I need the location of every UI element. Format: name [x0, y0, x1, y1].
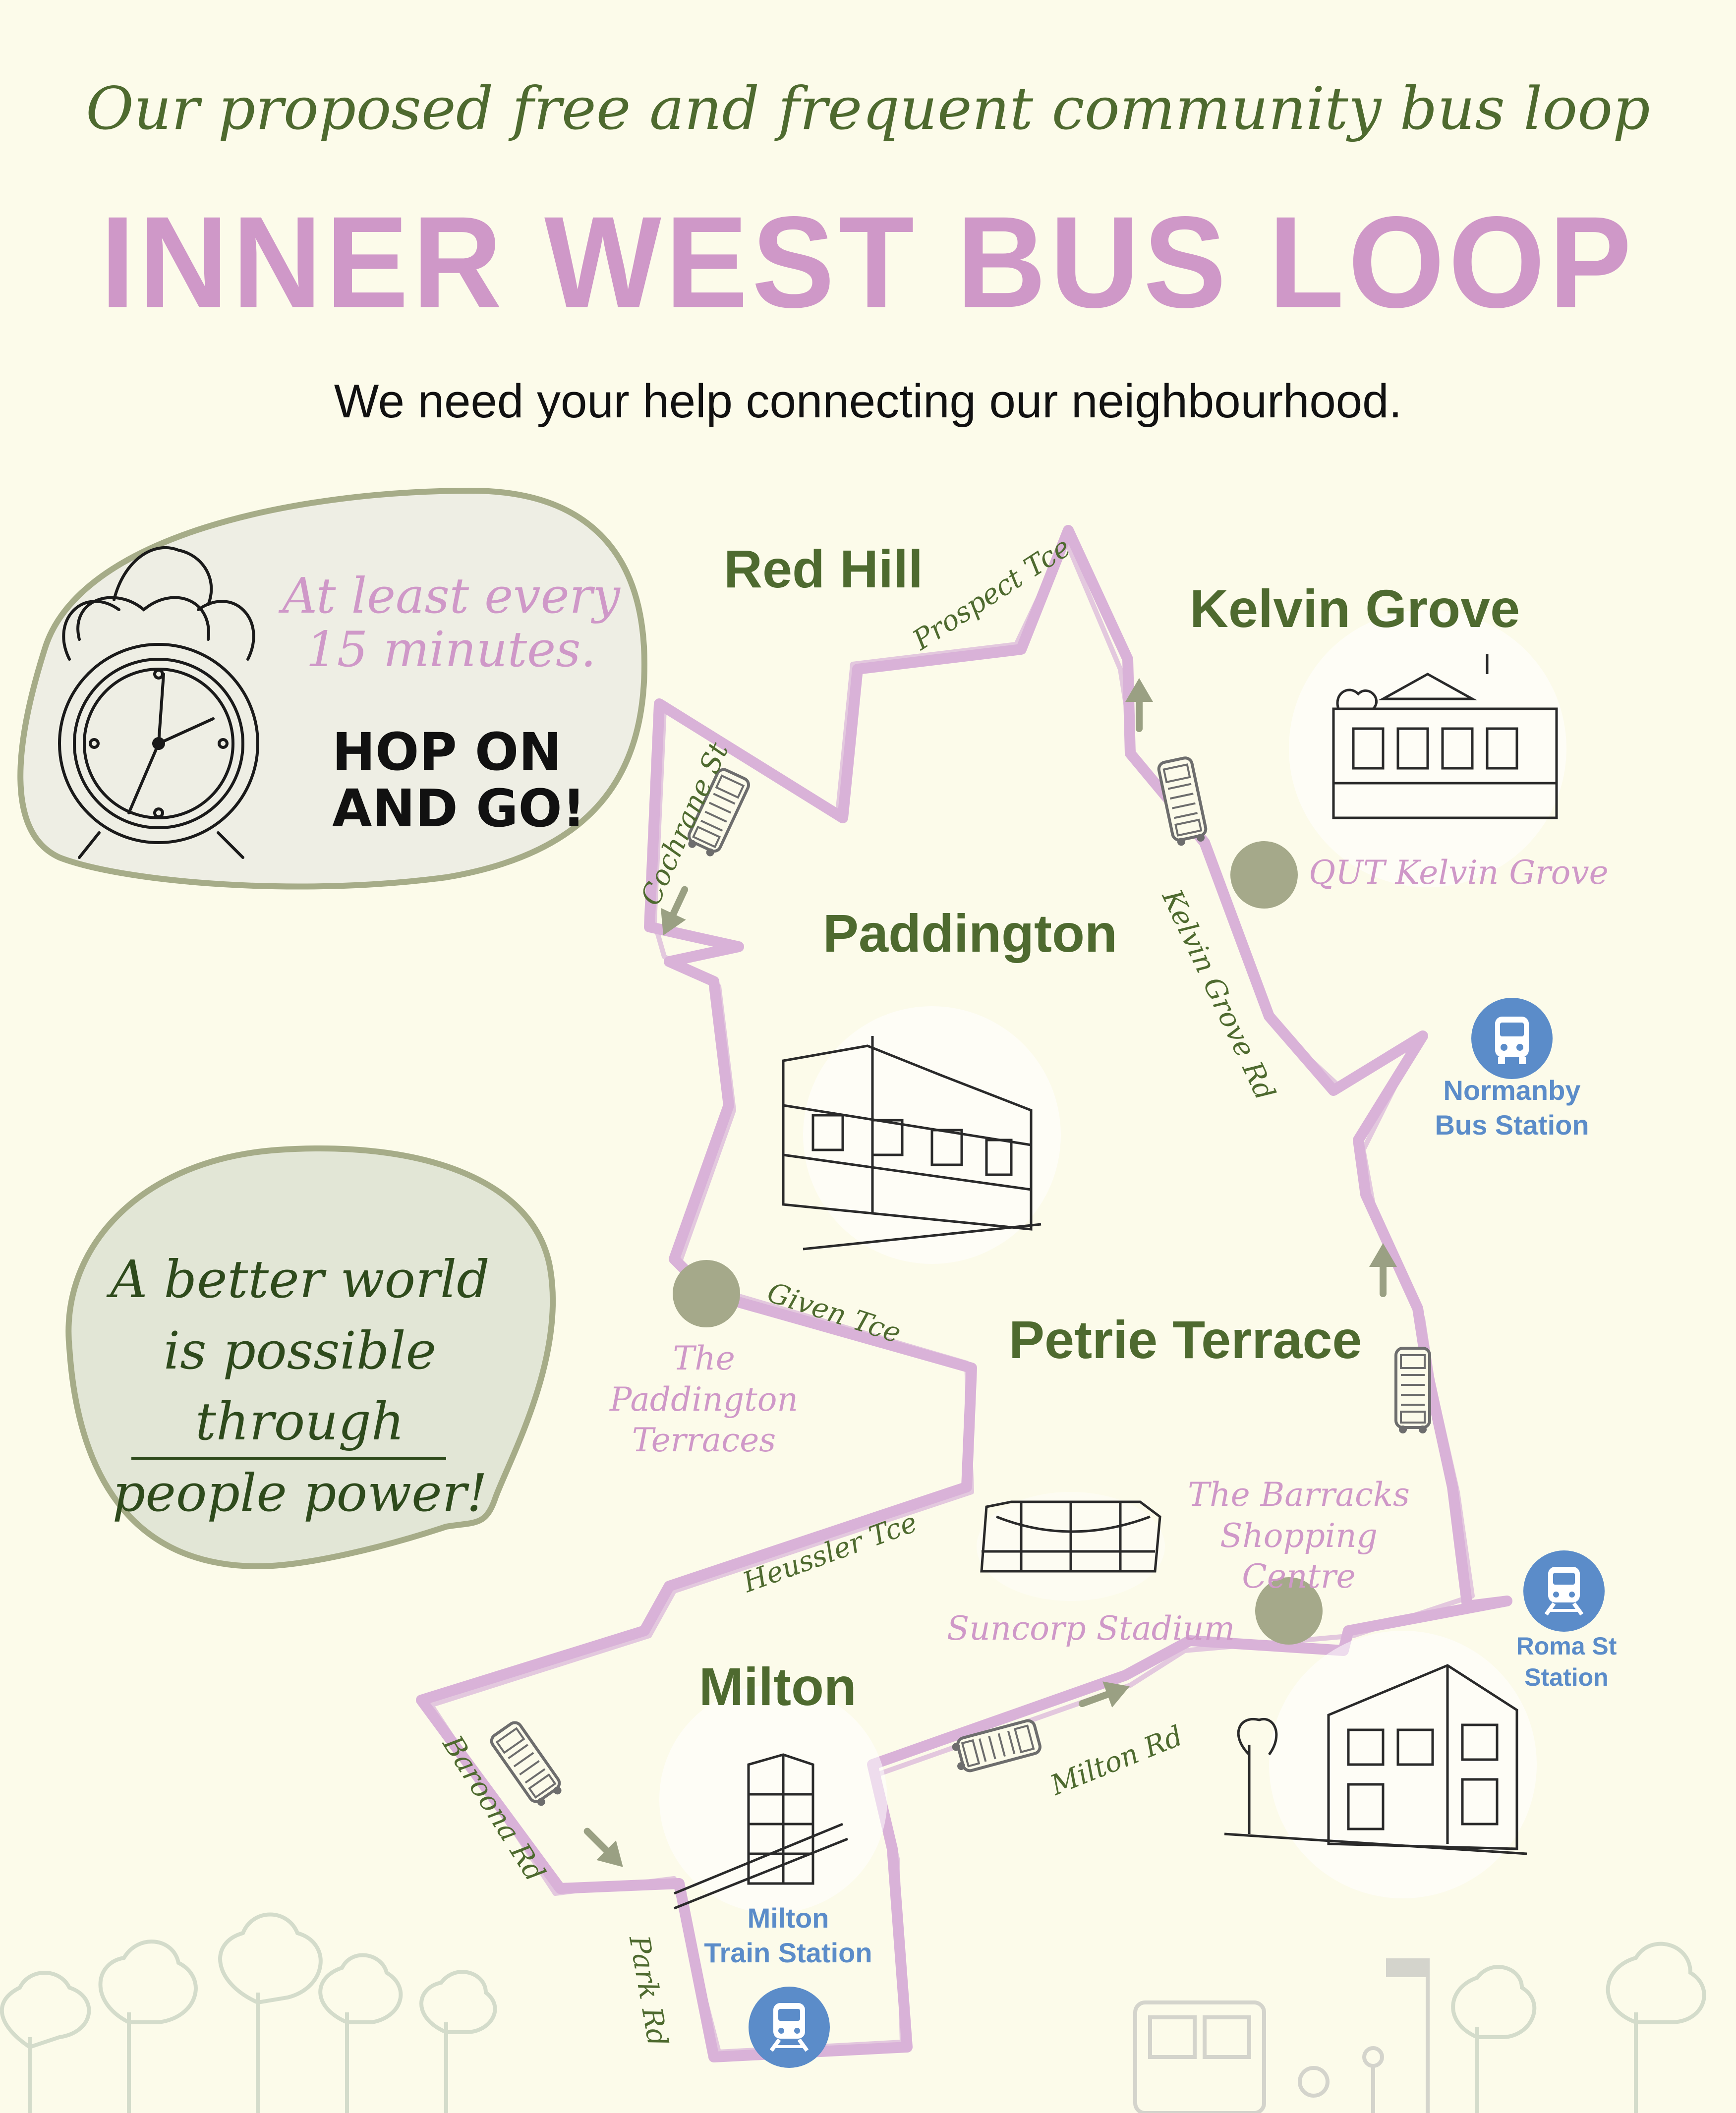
roma-st-station-icon	[1523, 1550, 1605, 1632]
subtitle: We need your help connecting our neighbo…	[334, 375, 1402, 428]
station-label-roma-st: Roma St Station	[1497, 1631, 1636, 1693]
people-line-1: A better world	[110, 1249, 490, 1310]
station-label-normanby-line-1: Normanby	[1443, 1075, 1581, 1106]
bus-icon	[1396, 1348, 1430, 1433]
stop-label-suncorp: Suncorp Stadium	[947, 1609, 1235, 1648]
people-power-emphasis: people power	[112, 1462, 467, 1523]
people-line-2: is possible through	[163, 1320, 437, 1452]
stop-label-paddington-line-2: Terraces	[632, 1421, 776, 1459]
stop-label-qut: QUT Kelvin Grove	[1309, 854, 1609, 892]
people-power-text: A better world is possible through peopl…	[69, 1244, 530, 1529]
background-trees	[0, 1912, 1706, 2113]
stop-marker-barracks	[1255, 1577, 1323, 1645]
frequency-line-1: At least every	[282, 568, 620, 625]
milton-tower-sketch	[659, 1685, 887, 1913]
barracks-building-sketch	[1224, 1631, 1537, 1898]
suburb-milton: Milton	[699, 1656, 857, 1716]
suburb-paddington: Paddington	[823, 903, 1117, 963]
hop-line-2: AND GO!	[332, 778, 586, 839]
station-label-roma-line-1: Roma St	[1516, 1632, 1617, 1660]
paddington-terraces-sketch	[782, 1006, 1061, 1264]
suburb-red-hill: Red Hill	[724, 539, 924, 599]
hop-on-text: HOP ON AND GO!	[332, 724, 590, 837]
stop-label-paddington-terraces: The Paddington Terraces	[575, 1338, 833, 1461]
frequency-line-2: 15 minutes.	[306, 621, 596, 678]
station-label-normanby: Normanby Bus Station	[1418, 1073, 1606, 1142]
hop-line-1: HOP ON	[332, 722, 562, 782]
background-bus-stop	[1133, 1958, 1430, 2113]
stop-label-paddington-line-1: The Paddington	[610, 1339, 798, 1419]
people-line-3: people power!	[69, 1458, 530, 1529]
frequency-bubble	[17, 487, 648, 890]
station-label-normanby-line-2: Bus Station	[1435, 1109, 1589, 1141]
milton-train-station-icon	[749, 1987, 830, 2068]
station-label-roma-line-2: Station	[1524, 1663, 1609, 1691]
stop-marker-paddington-terraces	[673, 1260, 740, 1327]
suncorp-stadium-sketch	[977, 1492, 1165, 1601]
direction-arrow-icon	[578, 1822, 633, 1877]
people-power-bubble	[65, 1145, 556, 1570]
station-label-milton-line-1: Milton	[747, 1902, 829, 1934]
station-label-milton-line-2: Train Station	[704, 1937, 872, 1968]
stop-label-barracks-line-2: Shopping Centre	[1220, 1516, 1378, 1596]
suburb-petrie-terrace: Petrie Terrace	[1009, 1310, 1362, 1370]
normanby-bus-station-icon	[1471, 998, 1553, 1079]
stop-label-barracks-line-1: The Barracks	[1188, 1476, 1410, 1514]
alarm-clock-icon	[58, 546, 259, 859]
stop-marker-qut	[1230, 841, 1298, 909]
frequency-text: At least every 15 minutes.	[278, 570, 625, 677]
suburb-kelvin-grove: Kelvin Grove	[1190, 578, 1520, 638]
tagline: Our proposed free and frequent community…	[86, 74, 1650, 143]
page-title: INNER WEST BUS LOOP	[100, 189, 1636, 335]
people-power-exclaim: !	[466, 1462, 488, 1523]
stop-label-barracks: The Barracks Shopping Centre	[1165, 1475, 1433, 1598]
station-label-milton: Milton Train Station	[689, 1901, 887, 1970]
bus-icon	[1157, 757, 1208, 847]
kelvin-grove-building-sketch	[1289, 610, 1566, 887]
